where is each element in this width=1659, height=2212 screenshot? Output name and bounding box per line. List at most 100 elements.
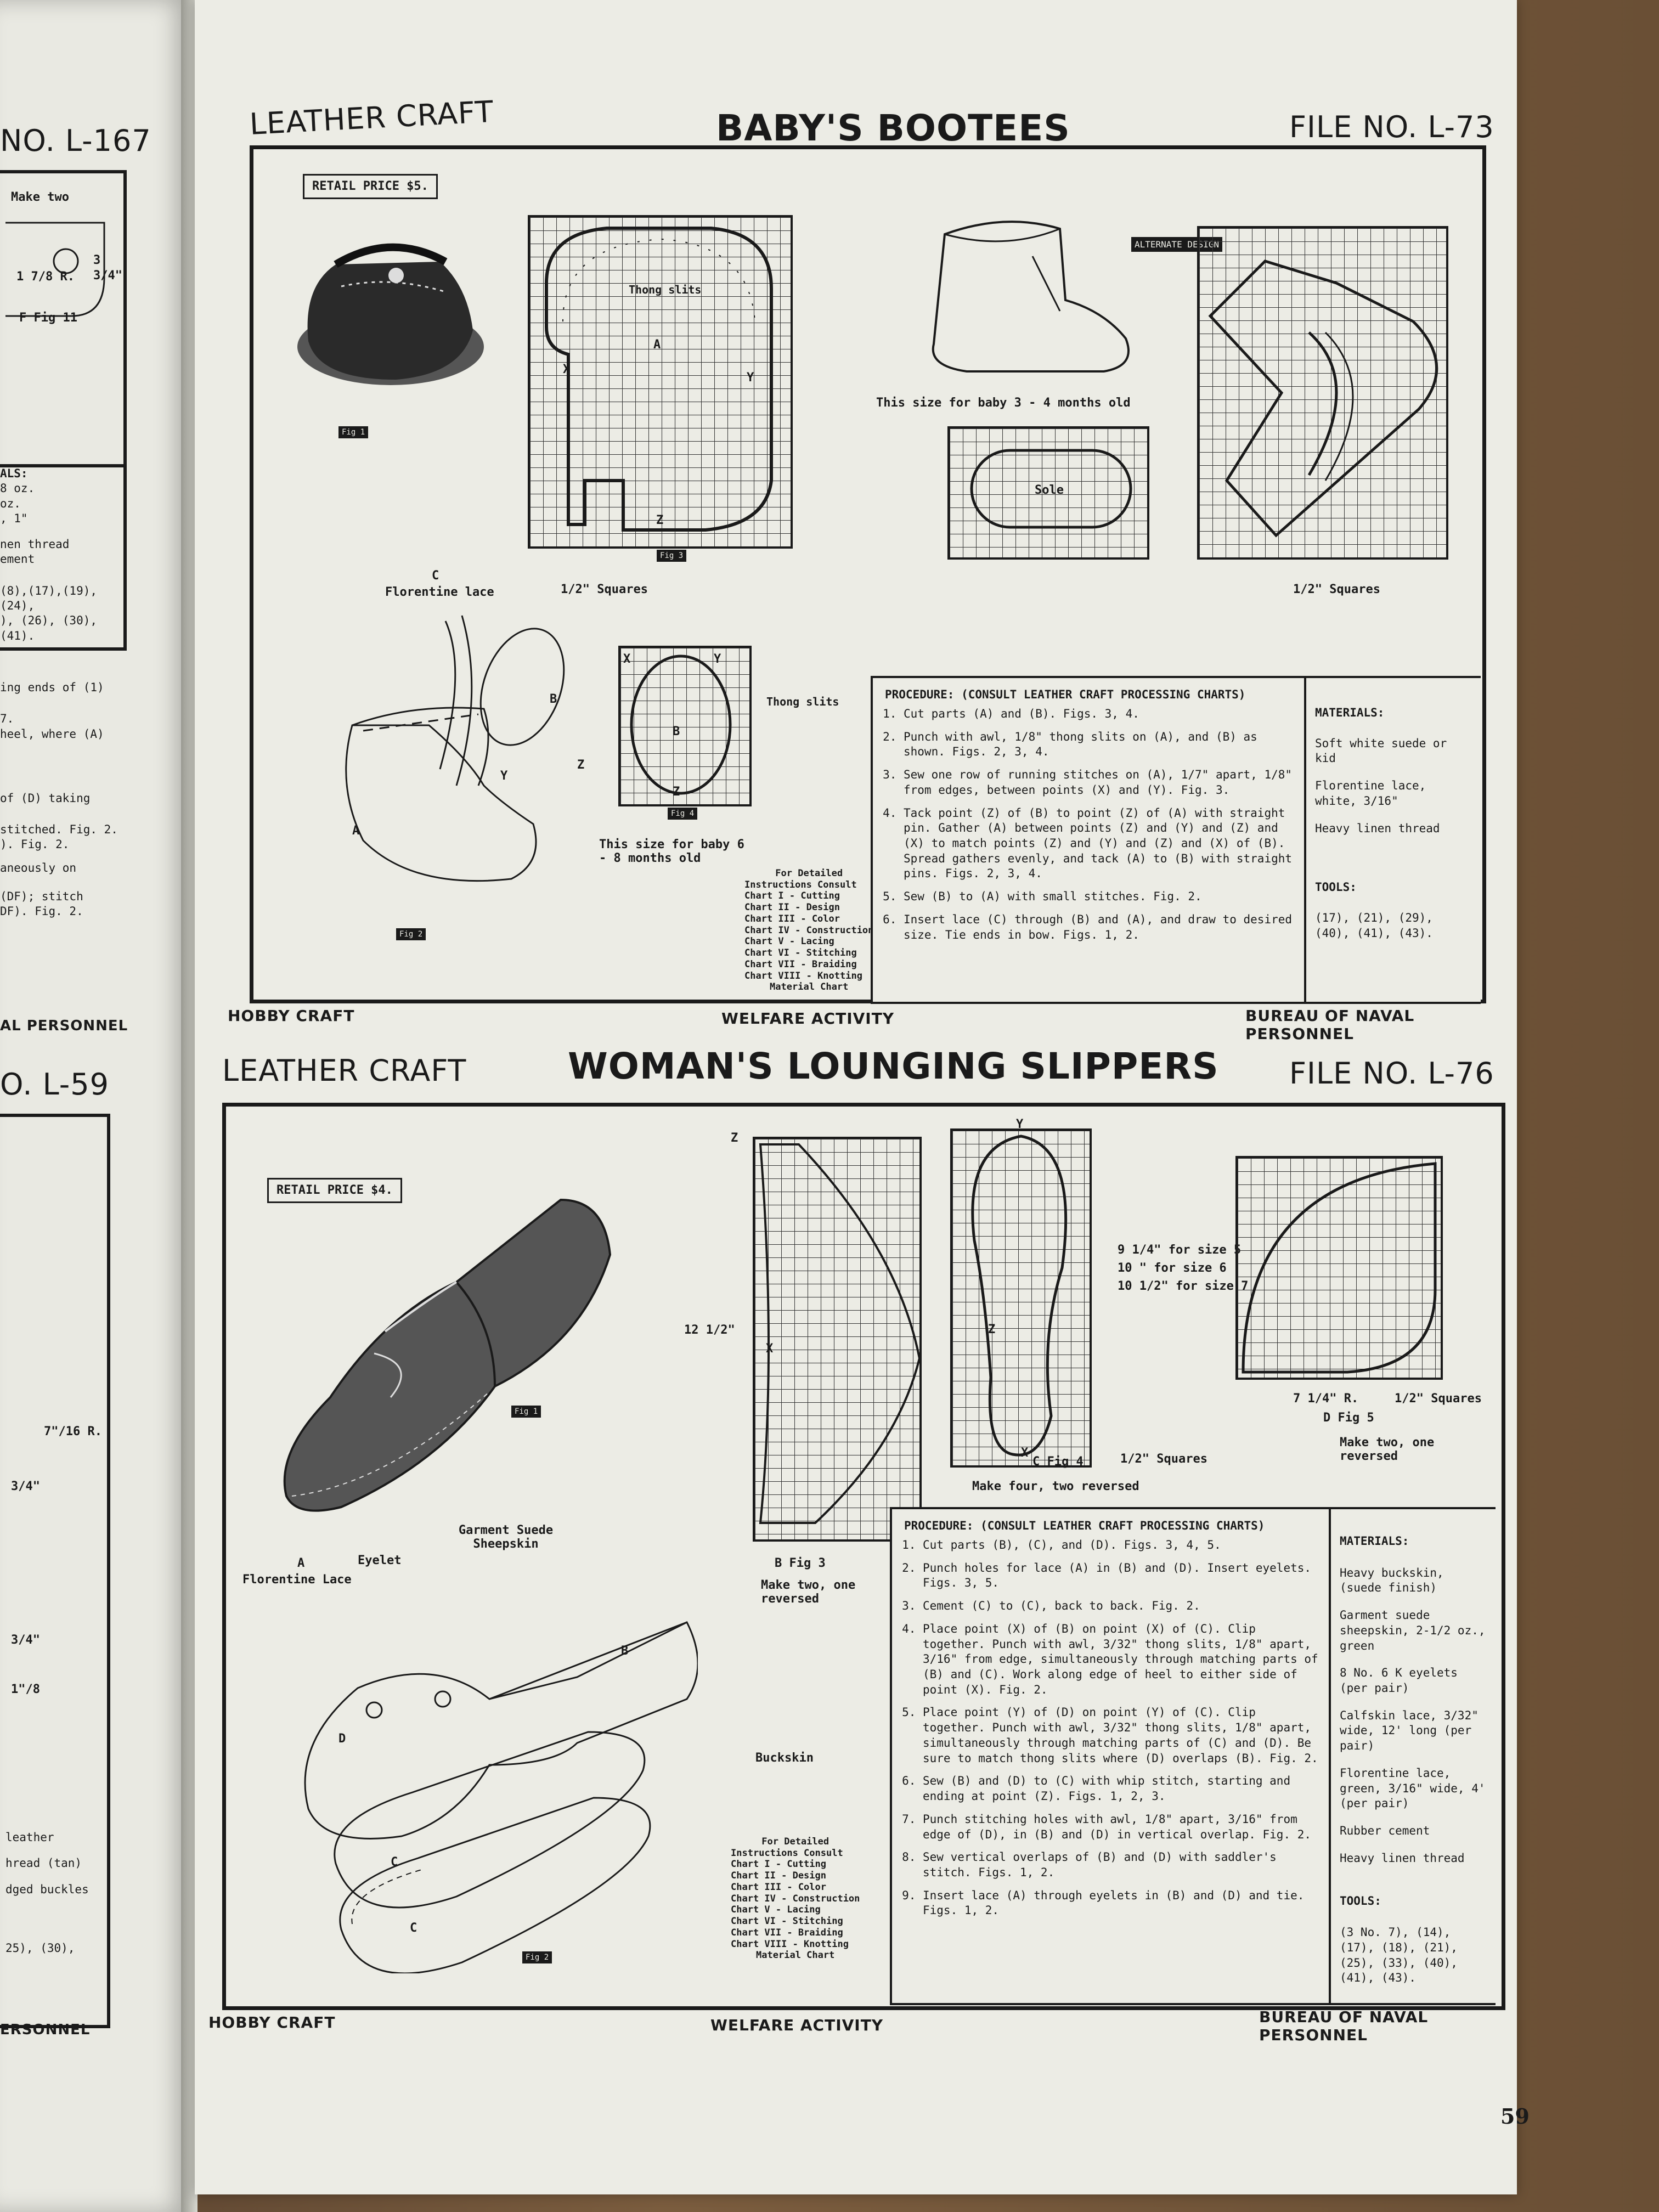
bottom-make-two-d: Make two, one reversed xyxy=(1340,1436,1435,1463)
top-file-number: FILE NO. L-73 xyxy=(1289,110,1494,144)
left-line: 7. xyxy=(0,712,14,726)
left-page: NO. L-167 Make two 1 7/8 R. 3 3/4" F Fig… xyxy=(0,0,192,2212)
top-frame: RETAIL PRICE $5. Fig 1 Thong slits A X Y… xyxy=(250,145,1486,1004)
consult-line: Chart III - Color xyxy=(731,1881,826,1893)
top-fig4-b: B xyxy=(673,725,680,738)
bottom-materials-content: MATERIALS: Heavy buckskin, (suede finish… xyxy=(1331,1509,1496,1986)
procedure-step: Place point (Y) of (D) on point (Y) of (… xyxy=(923,1705,1320,1766)
left-line: aneously on xyxy=(0,861,77,874)
material-item: Calfskin lace, 3/32" wide, 12' long (per… xyxy=(1340,1708,1479,1753)
bottom-consult-list: For Detailed Instructions Consult Chart … xyxy=(731,1836,860,1961)
bottom-squares-d: 1/2" Squares xyxy=(1395,1392,1482,1406)
procedure-step: Punch holes for lace (A) in (B) and (D).… xyxy=(923,1561,1320,1591)
top-pattern-a: A xyxy=(653,338,661,352)
top-fig4-label: Fig 4 xyxy=(668,808,698,820)
top-fig2-a: A xyxy=(352,824,360,838)
consult-line: Chart VIII - Knotting xyxy=(744,970,862,981)
consult-line: Chart I - Cutting xyxy=(744,890,840,902)
left-line: stitched. Fig. 2. xyxy=(0,823,118,837)
top-sole-label: Sole xyxy=(1035,483,1064,497)
bottom-frame: RETAIL PRICE $4. Fig 1 Z X 12 1/2" B Fig… xyxy=(222,1103,1505,2010)
material-item: 8 No. 6 K eyelets (per pair) xyxy=(1340,1666,1458,1695)
bottom-dim-height: 12 1/2" xyxy=(684,1323,735,1337)
bottom-materials-box: MATERIALS: Heavy buckskin, (suede finish… xyxy=(1329,1507,1496,2005)
left-line: of (D) taking xyxy=(0,791,91,805)
consult-line: Instructions Consult xyxy=(744,879,857,890)
top-footer-right: BUREAU OF NAVAL PERSONNEL xyxy=(1245,1007,1415,1043)
left-personnel-bottom: ERSONNEL xyxy=(0,2022,91,2038)
consult-line: Chart II - Design xyxy=(744,902,840,913)
top-category: LEATHER CRAFT xyxy=(249,94,495,142)
bottom-sizes: 9 1/4" for size 5 10 " for size 6 10 1/2… xyxy=(1118,1241,1248,1295)
top-fig4-badge: Fig 4 xyxy=(668,808,698,820)
top-title: BABY'S BOOTEES xyxy=(716,107,1070,149)
left-line: hread (tan) xyxy=(5,1857,82,1870)
left-line: , 1" xyxy=(0,511,28,525)
bottom-fig5-label: D Fig 5 xyxy=(1323,1411,1374,1425)
bottom-fig4-label: C Fig 4 xyxy=(1032,1455,1084,1469)
consult-line: Chart II - Design xyxy=(731,1870,826,1882)
material-item: Heavy linen thread xyxy=(1315,821,1440,835)
left-line: heel, where (A) xyxy=(0,727,104,741)
size-line: 9 1/4" for size 5 xyxy=(1118,1243,1242,1257)
material-item: Florentine lace, white, 3/16" xyxy=(1315,779,1426,808)
bottom-radius: 7 1/4" R. xyxy=(1293,1392,1359,1406)
material-item: Garment suede sheepskin, 2-1/2 oz., gree… xyxy=(1340,1609,1486,1652)
bottom-fig1-badge: Fig 1 xyxy=(511,1406,541,1418)
top-procedure-box: PROCEDURE: (CONSULT LEATHER CRAFT PROCES… xyxy=(871,676,1308,1004)
top-procedure-list: Cut parts (A) and (B). Figs. 3, 4. Punch… xyxy=(873,707,1306,943)
left-pattern-drawing xyxy=(5,222,105,317)
bottom-part-c2: C xyxy=(410,1921,417,1935)
consult-line: Chart V - Lacing xyxy=(744,936,834,947)
top-thong-slits-2: Thong slits xyxy=(766,695,839,708)
consult-line: Chart VII - Braiding xyxy=(731,1927,843,1938)
top-thong-slits: Thong slits xyxy=(629,283,702,296)
bottom-footer-mid: WELFARE ACTIVITY xyxy=(710,2016,884,2034)
top-fig2-b: B xyxy=(550,692,557,706)
left-top-frame: Make two 1 7/8 R. 3 3/4" F Fig 11 xyxy=(0,170,127,467)
top-fig4-grid: X Y B Z xyxy=(618,646,752,806)
left-dim2: 3/4" xyxy=(11,1480,40,1493)
top-sole-outline xyxy=(970,449,1132,529)
material-item: Rubber cement xyxy=(1340,1824,1430,1838)
left-file-bottom: O. L-59 xyxy=(0,1067,109,1102)
left-line: ement xyxy=(0,552,35,566)
procedure-step: Insert lace (C) through (B) and (A), and… xyxy=(904,912,1295,943)
top-fig1-illustration xyxy=(297,243,484,385)
page-number: 59 xyxy=(1500,2104,1530,2129)
bottom-footer-right: BUREAU OF NAVAL PERSONNEL xyxy=(1259,2008,1429,2044)
bottom-fig3-x: X xyxy=(766,1342,774,1356)
left-dim3: 3/4" xyxy=(11,1633,40,1647)
top-tools-list: (17), (21), (29), (40), (41), (43). xyxy=(1315,911,1433,940)
bottom-tools-list: (3 No. 7), (14), (17), (18), (21), (25),… xyxy=(1340,1926,1458,1985)
top-sole-grid: Sole xyxy=(947,426,1149,560)
bottom-buckskin: Buckskin xyxy=(755,1751,814,1765)
top-materials-box: MATERIALS: Soft white suede or kid Flore… xyxy=(1304,676,1481,1004)
consult-line: Chart VII - Braiding xyxy=(744,958,857,970)
left-materials-box: ALS: 8 oz. oz. , 1" nen thread ement (8)… xyxy=(0,461,127,651)
procedure-step: Insert lace (A) through eyelets in (B) a… xyxy=(923,1888,1320,1918)
bottom-fig3-grid: X xyxy=(753,1137,922,1542)
left-materials-head: ALS: xyxy=(0,467,28,480)
left-dim4: 1"/8 xyxy=(11,1683,40,1696)
left-personnel-top: AL PERSONNEL xyxy=(0,1018,128,1034)
bottom-eyelet: Eyelet xyxy=(358,1554,402,1567)
bottom-fig4-y: Y xyxy=(1016,1118,1024,1131)
top-size-alt: This size for baby 3 - 4 months old xyxy=(876,396,1131,410)
left-bottom-frame: 7"/16 R. 3/4" 3/4" 1"/8 leather hread (t… xyxy=(0,1114,110,2028)
bottom-retail-price: RETAIL PRICE $4. xyxy=(267,1178,402,1203)
bottom-fig1-label: Fig 1 xyxy=(511,1406,541,1418)
top-alt-upper-outline xyxy=(1208,259,1438,538)
bottom-footer-left: HOBBY CRAFT xyxy=(208,2013,336,2032)
bottom-part-c: C xyxy=(391,1855,398,1869)
bottom-fig4-z: Z xyxy=(988,1323,996,1336)
top-x: X xyxy=(563,363,571,376)
material-item: Florentine lace, green, 3/16" wide, 4' (… xyxy=(1340,1766,1486,1810)
consult-line: For Detailed xyxy=(775,868,843,879)
top-squares-2: 1/2" Squares xyxy=(1293,583,1380,596)
bottom-florentine: Florentine Lace xyxy=(242,1573,352,1587)
top-alt-upper-grid xyxy=(1197,226,1448,560)
left-line: dged buckles xyxy=(5,1882,89,1896)
bottom-fig4-grid: Z X xyxy=(950,1128,1092,1468)
top-fig3-label: Fig 3 xyxy=(657,550,687,562)
